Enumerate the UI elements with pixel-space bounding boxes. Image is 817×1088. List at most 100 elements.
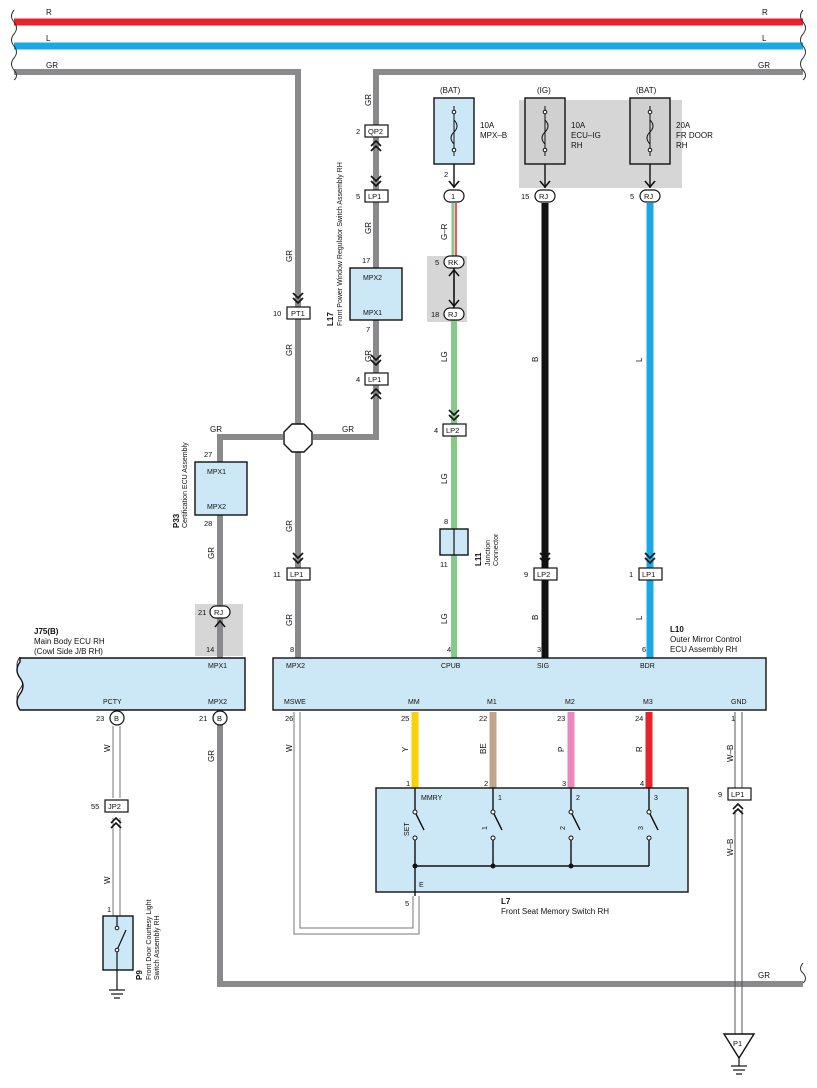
l10-name-1: Outer Mirror Control bbox=[670, 635, 741, 644]
w-label-2: W bbox=[103, 876, 112, 884]
connector-qp2: QP2 2 bbox=[356, 124, 389, 138]
pin-11-lp1: 11 bbox=[273, 570, 281, 579]
pin-11-l11: 11 bbox=[440, 560, 448, 569]
fuse-1-name: MPX–B bbox=[480, 131, 507, 140]
l7-dots bbox=[412, 809, 652, 841]
pin-21-b: 21 bbox=[199, 714, 207, 723]
pin-2-fuse1: 2 bbox=[444, 170, 448, 179]
bus-r: R R bbox=[14, 8, 803, 26]
connector-lp1-lower: LP1 11 bbox=[273, 567, 311, 581]
bus-r-label-right: R bbox=[762, 8, 768, 17]
pin-8-l11: 8 bbox=[444, 517, 448, 526]
fuse-3-name-1: FR DOOR bbox=[676, 131, 713, 140]
j75-id: J75(B) bbox=[34, 627, 59, 636]
l10-name-2: ECU Assembly RH bbox=[670, 645, 737, 654]
gr-label-2: GR bbox=[285, 344, 294, 356]
conn-lp1-wb-label: LP1 bbox=[731, 790, 744, 799]
conn-lp1-bdr-label: LP1 bbox=[642, 570, 655, 579]
l7-s1: 1 bbox=[482, 826, 489, 830]
connector-lp2-lower: LP2 9 bbox=[524, 567, 558, 581]
pin-3-l10: 3 bbox=[537, 645, 541, 654]
w-b-wire bbox=[734, 712, 743, 1034]
gr-wires bbox=[217, 434, 803, 987]
gr-label-4: GR bbox=[285, 614, 294, 626]
pin-55: 55 bbox=[91, 802, 99, 811]
b-label-1: B bbox=[531, 357, 540, 362]
fuse-mpx-b: (BAT) 10A MPX–B 2 bbox=[433, 86, 507, 188]
conn-rj-21-label: RJ bbox=[214, 608, 223, 617]
connector-rk: RK 5 bbox=[435, 255, 465, 269]
gr-label-junction-right: GR bbox=[342, 425, 354, 434]
connector-lp1-wb: LP1 9 bbox=[718, 787, 752, 815]
bus-gr-label-right: GR bbox=[758, 61, 770, 70]
b-label-2: B bbox=[531, 615, 540, 620]
gr-label-bottom: GR bbox=[758, 971, 770, 980]
conn-qp2-label: QP2 bbox=[368, 127, 383, 136]
w-wires bbox=[112, 712, 420, 935]
component-l7: 1 2 3 4 MMRY 1 2 3 SET 1 2 3 E 5 L7 Fron… bbox=[375, 779, 689, 916]
pin-4-lp2: 4 bbox=[434, 426, 438, 435]
pin-4-lp1: 4 bbox=[356, 375, 360, 384]
pt1-arrows bbox=[292, 292, 304, 305]
fuse-connector-1: 1 bbox=[443, 189, 465, 203]
connector-lp1-mid: LP1 4 bbox=[356, 372, 389, 386]
gr-label-7: GR bbox=[364, 350, 373, 362]
lp2-top-arrows bbox=[448, 409, 460, 422]
j75-mpx1: MPX1 bbox=[208, 663, 227, 670]
p33-mpx2: MPX2 bbox=[207, 504, 226, 511]
l10-gnd: GND bbox=[731, 699, 747, 706]
l10-mm: MM bbox=[408, 699, 420, 706]
fuse-2-amp: 10A bbox=[571, 121, 586, 130]
l11-id: L11 bbox=[474, 552, 483, 566]
fuse-connector-rj-15: RJ 15 bbox=[521, 189, 556, 203]
fuse-ecu-ig-rh: (IG) 10A ECU–IG RH bbox=[524, 86, 601, 188]
pin-1-lp1: 1 bbox=[629, 570, 633, 579]
l7-id: L7 bbox=[501, 897, 511, 906]
connector-rj-21: RJ 21 bbox=[198, 605, 231, 628]
pin-2-qp2: 2 bbox=[356, 127, 360, 136]
splice-junction bbox=[283, 423, 313, 453]
lp1-mid-arrows bbox=[370, 387, 382, 400]
pin-25: 25 bbox=[401, 714, 409, 723]
ground-icon-p1 bbox=[731, 1065, 747, 1075]
l7-switches bbox=[414, 788, 659, 896]
fuse-1-amp: 10A bbox=[480, 121, 495, 130]
l10-cpub: CPUB bbox=[441, 663, 461, 670]
signal-wires: Y BE P R bbox=[401, 712, 653, 788]
component-l17: MPX2 MPX1 17 7 L17 Front Power Window Re… bbox=[326, 162, 403, 334]
conn-1-label: 1 bbox=[451, 192, 455, 201]
pin-9-lp1: 9 bbox=[718, 790, 722, 799]
l17-mpx2: MPX2 bbox=[363, 275, 382, 282]
gr-label-8: GR bbox=[207, 547, 216, 559]
pin-3-l7: 3 bbox=[562, 779, 566, 788]
b-wire: B B bbox=[531, 203, 549, 658]
bus-l: L L bbox=[14, 34, 803, 50]
l7-mmry: MMRY bbox=[421, 795, 443, 802]
fuse-2-name-2: RH bbox=[571, 141, 583, 150]
pin-15: 15 bbox=[521, 192, 529, 201]
pin-23-l10: 23 bbox=[557, 714, 565, 723]
l7-s3: 3 bbox=[638, 826, 645, 830]
w-label-3: W bbox=[285, 744, 294, 752]
connector-jp2: JP2 55 bbox=[91, 799, 129, 813]
wb-label-1: W–B bbox=[726, 745, 735, 762]
fuse-connector-rj-5: RJ 5 bbox=[630, 189, 661, 203]
pin-21-rj: 21 bbox=[198, 608, 206, 617]
l7-s2: 2 bbox=[560, 826, 567, 830]
gr-label-3: GR bbox=[285, 520, 294, 532]
pin-10: 10 bbox=[273, 309, 281, 318]
l17-down-arrows bbox=[370, 354, 382, 367]
pin-9-lp2: 9 bbox=[524, 570, 528, 579]
pin-2-l7: 2 bbox=[484, 779, 488, 788]
conn-rj-18-label: RJ bbox=[448, 310, 457, 319]
lg-label-3: LG bbox=[440, 613, 449, 624]
gr-label-6: GR bbox=[364, 222, 373, 234]
lg-wire: LG LG LG bbox=[440, 320, 457, 658]
conn-pt1-label: PT1 bbox=[291, 309, 305, 318]
l10-m3: M3 bbox=[643, 699, 653, 706]
l17-name: Front Power Window Regulator Switch Asse… bbox=[337, 162, 344, 326]
conn-lp1-top-label: LP1 bbox=[368, 192, 381, 201]
pin-5-l7: 5 bbox=[405, 899, 409, 908]
j75-name-1: Main Body ECU RH bbox=[34, 637, 105, 646]
